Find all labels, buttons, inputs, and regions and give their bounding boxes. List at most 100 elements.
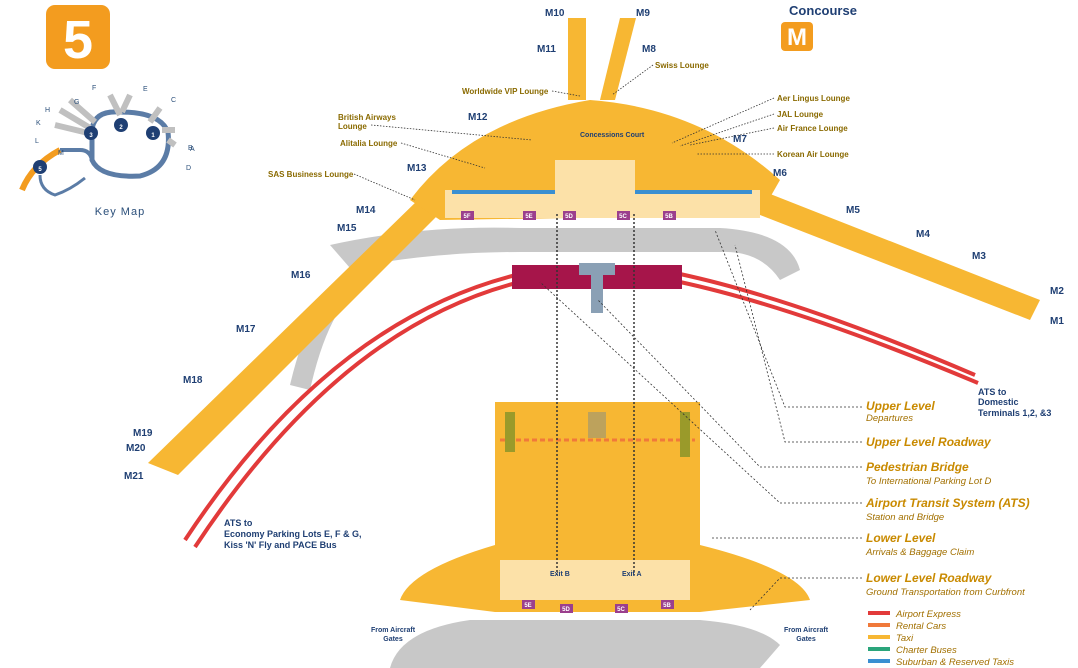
gate-M16: M16 xyxy=(291,270,311,281)
svg-text:H: H xyxy=(45,107,50,114)
concourse-m xyxy=(148,18,1040,475)
lounge-korean-air: Korean Air Lounge xyxy=(777,150,849,159)
lower-level xyxy=(400,402,810,612)
gate-M7: M7 xyxy=(733,134,747,145)
svg-text:To International Parking Lot D: To International Parking Lot D xyxy=(866,476,991,487)
gate-labels: M1 M2 M3 M4 M5 M6 M7 M8 M9 M10 M11 M12 M… xyxy=(124,8,1064,482)
gate-M5: M5 xyxy=(846,205,860,216)
transport-legend: Airport Express Rental Cars Taxi Charter… xyxy=(868,609,1014,668)
svg-text:M: M xyxy=(58,150,64,157)
pedestrian-bridge-head xyxy=(579,263,615,275)
pedestrian-bridge xyxy=(591,275,603,313)
svg-text:K: K xyxy=(36,120,41,127)
svg-text:5D: 5D xyxy=(562,607,570,613)
legend-upper-roadway: Upper Level Roadway xyxy=(866,435,992,449)
arrivals-hall xyxy=(500,560,690,600)
gate-M13: M13 xyxy=(407,163,427,174)
svg-text:Gates: Gates xyxy=(383,636,403,643)
gate-M11: M11 xyxy=(537,44,556,55)
ats-domestic-label: ATS to Domestic Terminals 1,2, &3 xyxy=(978,387,1051,418)
terminal-number: 5 xyxy=(63,10,93,70)
svg-text:L: L xyxy=(35,138,39,145)
lounge-sas-business: SAS Business Lounge xyxy=(268,170,354,179)
exit-a: Exit A xyxy=(622,571,642,578)
legend-ats: Airport Transit System (ATS) xyxy=(865,496,1030,510)
zone-markers-lower: 5E 5D 5C 5B xyxy=(522,600,674,613)
gate-M15: M15 xyxy=(337,223,357,234)
from-aircraft-gates-left: From Aircraft Gates xyxy=(371,627,416,643)
lounge-labels: Worldwide VIP Lounge Swiss Lounge Britis… xyxy=(268,61,850,179)
svg-text:Terminals 1,2, &3: Terminals 1,2, &3 xyxy=(978,408,1051,418)
svg-text:5E: 5E xyxy=(525,214,532,220)
svg-text:Rental Cars: Rental Cars xyxy=(896,621,946,632)
level-legend: Upper Level Departures Upper Level Roadw… xyxy=(865,399,1030,598)
svg-text:C: C xyxy=(171,97,176,104)
svg-text:Station and Bridge: Station and Bridge xyxy=(866,512,944,523)
svg-text:5B: 5B xyxy=(663,603,671,609)
legend-pedestrian-bridge: Pedestrian Bridge xyxy=(866,460,969,474)
svg-text:5D: 5D xyxy=(565,214,573,220)
gate-M19: M19 xyxy=(133,428,153,439)
exit-b: Exit B xyxy=(550,571,570,578)
concessions-court: Concessions Court xyxy=(580,132,645,139)
svg-text:Taxi: Taxi xyxy=(896,633,914,644)
gate-M17: M17 xyxy=(236,324,256,335)
legend-upper-level: Upper Level xyxy=(866,399,935,413)
svg-text:ATS to: ATS to xyxy=(978,387,1007,397)
svg-text:5E: 5E xyxy=(524,603,531,609)
key-map-title: Key Map xyxy=(95,206,145,218)
gate-M8: M8 xyxy=(642,44,656,55)
gate-M10: M10 xyxy=(545,8,565,19)
lounge-air-france: Air France Lounge xyxy=(777,124,848,133)
svg-text:Ground Transportation from Cur: Ground Transportation from Curbfront xyxy=(866,587,1025,598)
lounge-swiss: Swiss Lounge xyxy=(655,61,709,70)
zone-markers-upper: 5F 5E 5D 5C 5B xyxy=(461,211,676,220)
gate-M9: M9 xyxy=(636,8,650,19)
svg-text:Domestic: Domestic xyxy=(978,397,1019,407)
svg-text:3: 3 xyxy=(89,133,93,139)
gate-M2: M2 xyxy=(1050,286,1064,297)
svg-text:5C: 5C xyxy=(619,214,627,220)
svg-text:1: 1 xyxy=(151,133,155,139)
gate-M6: M6 xyxy=(773,168,787,179)
upper-roadway-north xyxy=(330,227,800,280)
svg-text:Airport Express: Airport Express xyxy=(895,609,961,620)
lounge-alitalia: Alitalia Lounge xyxy=(340,139,398,148)
terminal-badge: 5 xyxy=(46,5,110,70)
svg-text:ATS to: ATS to xyxy=(224,518,253,528)
gate-M21: M21 xyxy=(124,471,144,482)
concourse-letter: M xyxy=(787,24,807,51)
gate-M1: M1 xyxy=(1050,316,1064,327)
svg-text:A: A xyxy=(190,146,195,153)
key-map: 2 1 3 5 A B C D E F G H K L M Key Map xyxy=(19,85,195,218)
gate-M18: M18 xyxy=(183,375,203,386)
legend-lower-roadway: Lower Level Roadway xyxy=(866,571,993,585)
from-aircraft-gates-right: From Aircraft Gates xyxy=(784,627,829,643)
svg-text:Arrivals & Baggage Claim: Arrivals & Baggage Claim xyxy=(865,547,974,558)
lounge-jal: JAL Lounge xyxy=(777,110,824,119)
concourse-badge: M xyxy=(781,22,813,51)
svg-text:G: G xyxy=(74,99,79,106)
legend-lower-level: Lower Level xyxy=(866,531,936,545)
svg-text:Gates: Gates xyxy=(796,636,816,643)
concourse-title: Concourse xyxy=(789,3,857,18)
svg-text:5: 5 xyxy=(38,167,42,173)
ats-economy-label: ATS to Economy Parking Lots E, F & G, Ki… xyxy=(224,518,362,550)
svg-text:Kiss 'N' Fly and PACE Bus: Kiss 'N' Fly and PACE Bus xyxy=(224,540,337,550)
lounge-aer-lingus: Aer Lingus Lounge xyxy=(777,94,850,103)
svg-text:From Aircraft: From Aircraft xyxy=(784,627,829,634)
svg-text:D: D xyxy=(186,165,191,172)
gate-M12: M12 xyxy=(468,112,488,123)
svg-text:Economy Parking Lots E, F & G,: Economy Parking Lots E, F & G, xyxy=(224,529,362,539)
lounge-british-airways-2: Lounge xyxy=(338,122,367,131)
svg-text:Charter Buses: Charter Buses xyxy=(896,645,957,656)
svg-text:5C: 5C xyxy=(617,607,625,613)
svg-text:F: F xyxy=(92,85,96,92)
svg-text:E: E xyxy=(143,86,148,93)
svg-text:Suburban & Reserved Taxis: Suburban & Reserved Taxis xyxy=(896,657,1014,668)
gate-M14: M14 xyxy=(356,205,376,216)
svg-text:B: B xyxy=(188,145,193,152)
lounge-british-airways-1: British Airways xyxy=(338,113,396,122)
upper-roadway-west xyxy=(290,268,370,390)
